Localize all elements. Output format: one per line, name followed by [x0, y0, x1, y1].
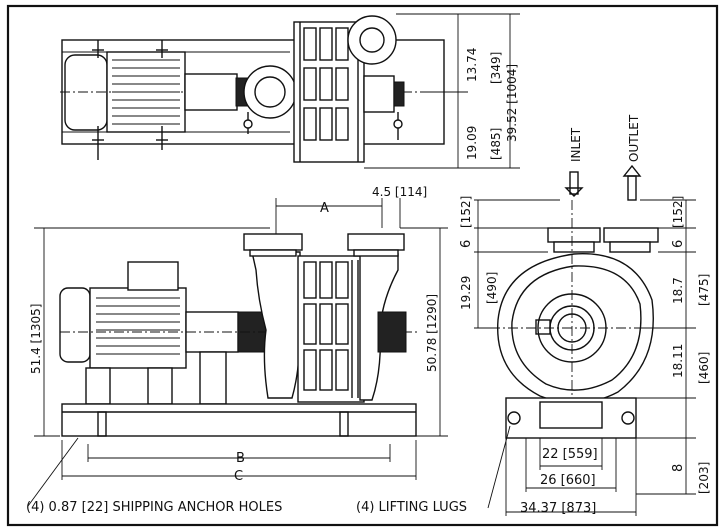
note-lifting-lugs: (4) LIFTING LUGS — [356, 500, 467, 515]
top-view: 13.74 [349] 19.09 [485] 39.52 [1004] — [60, 13, 520, 169]
note-anchor-holes: (4) 0.87 [22] SHIPPING ANCHOR HOLES — [26, 500, 282, 515]
outlet-label: OUTLET — [627, 114, 641, 162]
dim-26: 26 [660] — [540, 473, 596, 488]
dim-18-11: 18.11 — [671, 344, 685, 378]
dim-22: 22 [559] — [542, 447, 598, 462]
lifting-lug-left — [507, 411, 521, 425]
dim-4-5: 4.5 [114] — [372, 185, 427, 199]
dim-485: [485] — [489, 128, 503, 160]
dim-39-52: 39.52 [1004] — [505, 64, 519, 142]
dim-19-29: 19.29 — [459, 276, 473, 310]
dim-152-left: [152] — [459, 196, 473, 228]
dim-460: [460] — [697, 352, 711, 384]
end-inlet-flange — [547, 227, 601, 243]
dim-18-7: 18.7 — [671, 277, 685, 304]
dim-c: C — [234, 469, 243, 484]
dim-490: [490] — [485, 272, 499, 304]
dim-a: A — [320, 201, 329, 216]
side-motor-fan-cover — [59, 287, 91, 363]
side-outlet-flange — [347, 233, 405, 251]
dim-475: [475] — [697, 274, 711, 306]
lifting-lug-right — [621, 411, 635, 425]
drawing-border — [6, 4, 719, 527]
side-inlet-flange — [243, 233, 303, 251]
top-motor-fan-cover — [64, 54, 108, 131]
end-base — [505, 397, 637, 439]
inlet-label: INLET — [569, 127, 583, 162]
side-base — [61, 403, 417, 437]
dim-6-right: 6 — [671, 240, 686, 248]
side-pump-stack — [297, 255, 365, 403]
dim-8: 8 — [671, 464, 686, 472]
side-motor-body — [89, 287, 187, 369]
dim-152-right: [152] — [671, 196, 685, 228]
top-outlet-flange — [347, 15, 397, 65]
end-outlet-flange — [603, 227, 659, 243]
dim-203: [203] — [697, 462, 711, 494]
top-inlet-flange — [243, 65, 297, 119]
dim-349: [349] — [489, 52, 503, 84]
dim-6-left: 6 — [459, 240, 474, 248]
side-view: A 4.5 [114] — [27, 185, 448, 507]
dim-34-37: 34.37 [873] — [520, 501, 596, 516]
dim-51-4: 51.4 [1305] — [29, 304, 43, 374]
dim-50-78: 50.78 [1290] — [425, 294, 439, 372]
side-terminal-box — [127, 261, 179, 291]
dim-13-74: 13.74 — [465, 48, 479, 82]
dim-19-09: 19.09 — [465, 126, 479, 160]
top-coupling-guard — [184, 73, 238, 111]
dim-b: B — [236, 451, 245, 466]
end-view: INLET OUTLET [152] 6 19.29 [490] — [459, 114, 711, 516]
